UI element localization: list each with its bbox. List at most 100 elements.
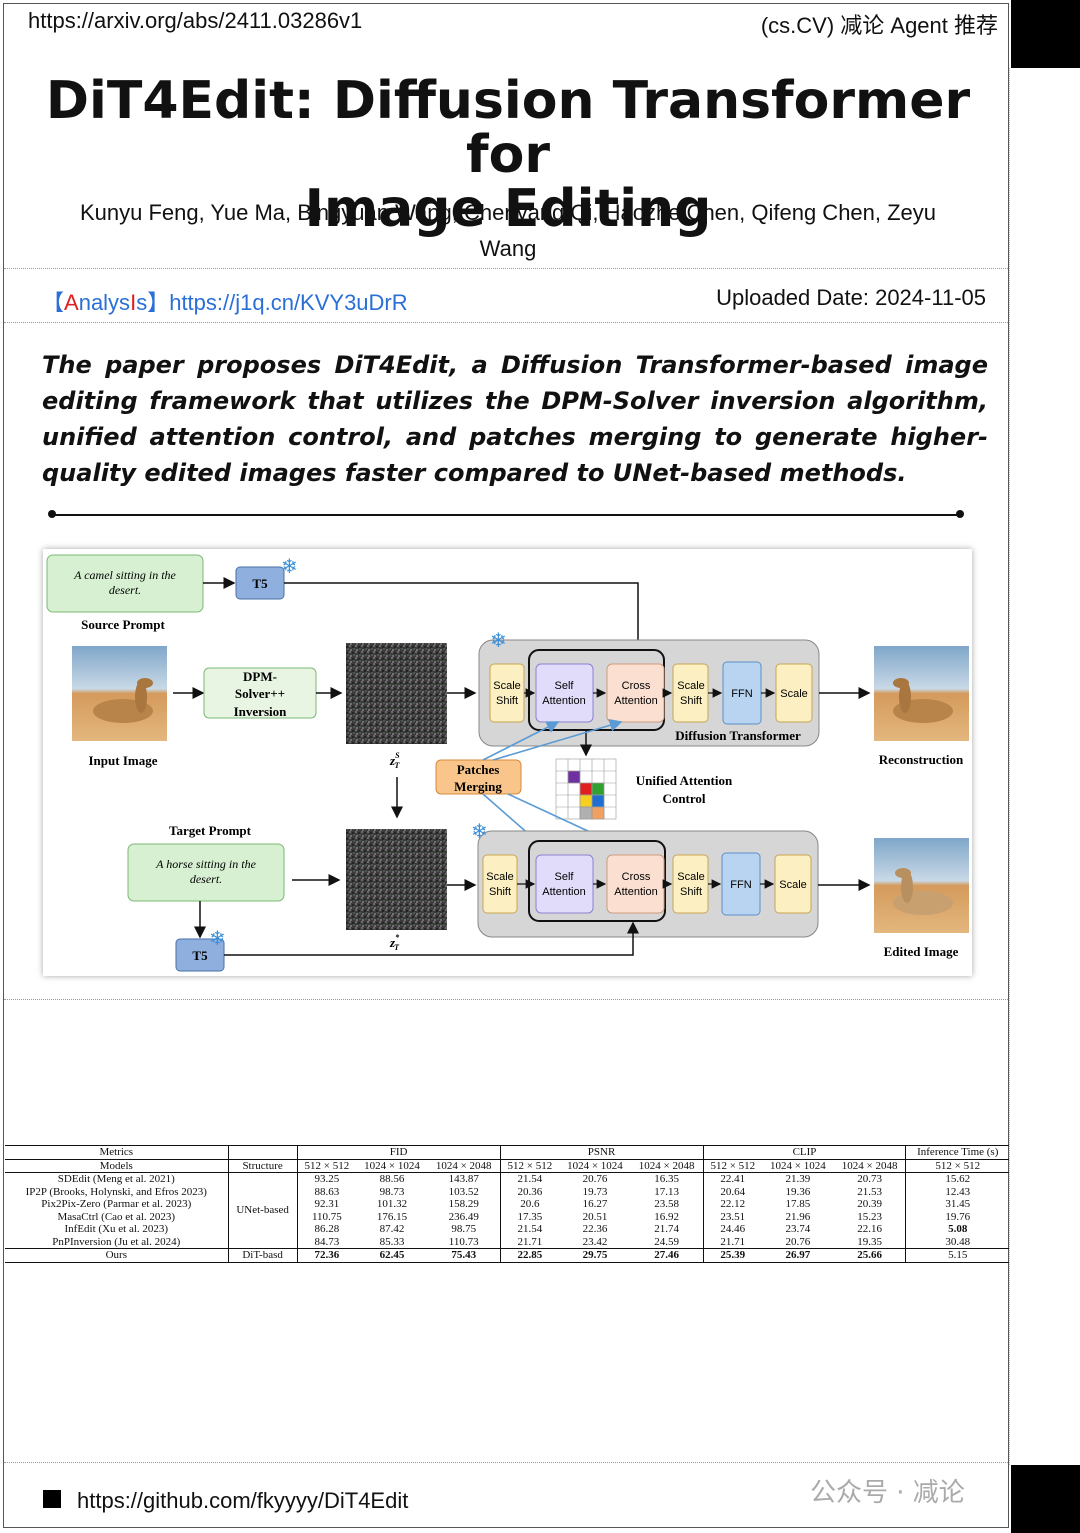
table-cell: 110.73 — [448, 1235, 479, 1248]
target-prompt-text-1: A horse sitting in the — [155, 857, 256, 871]
table-cell: 84.73 — [296, 1235, 357, 1249]
table-cell: 21.53 — [857, 1185, 882, 1198]
table-cell-structure: DiT-basd — [227, 1248, 298, 1262]
short-link[interactable]: https://j1q.cn/KVY3uDrR — [169, 290, 408, 315]
reconstruction-label: Reconstruction — [879, 752, 964, 767]
snowflake-icon: ❄ — [281, 556, 298, 578]
t5-label-bottom: T5 — [192, 948, 208, 963]
cross-attention-box — [606, 854, 665, 914]
table-header-cell: 1024 × 1024 — [567, 1159, 623, 1172]
arxiv-url[interactable]: https://arxiv.org/abs/2411.03286v1 — [28, 8, 363, 33]
table-cell: 176.15 — [376, 1210, 408, 1223]
table-cell-model: SDEdit (Meng et al. 2021) — [57, 1173, 175, 1185]
table-header-cell: Models — [99, 1159, 133, 1172]
table-cell: 20.39 — [857, 1198, 882, 1210]
attention-label: Attention — [614, 886, 657, 898]
reconstruction-image — [874, 646, 969, 741]
table-cell: 21.39 — [785, 1173, 811, 1185]
attention-label: Attention — [542, 886, 585, 898]
table-cell: 20.64 — [702, 1185, 763, 1198]
scale-shift-box — [489, 663, 525, 723]
table-cell: 92.31 — [296, 1198, 357, 1211]
title-line-2: Image Editing — [304, 179, 712, 239]
table-cell: 75.43 — [451, 1249, 477, 1261]
table-header-cell: 512 × 512 — [499, 1159, 560, 1173]
table-cell-model: MasaCtrl (Cao et al. 2023) — [57, 1210, 176, 1223]
attention-label: Attention — [542, 695, 585, 707]
table-cell: 88.63 — [296, 1185, 357, 1198]
table-cell: 15.62 — [905, 1172, 1009, 1186]
table-cell: 23.42 — [582, 1235, 608, 1248]
table-cell: 98.75 — [451, 1223, 477, 1235]
table-cell: 20.76 — [785, 1235, 811, 1248]
table-cell: 25.39 — [702, 1248, 763, 1262]
noise-latent-target — [346, 829, 447, 930]
shift-label: Shift — [496, 695, 518, 707]
table-cell-model: IP2P (Brooks, Holynski, and Efros 2023) — [25, 1185, 207, 1198]
corner-block-top — [1011, 0, 1080, 68]
table-cell-model: InfEdit (Xu et al. 2023) — [64, 1223, 169, 1235]
table-header-cell: Metrics — [99, 1146, 134, 1158]
authors: Kunyu Feng, Yue Ma, Bingyuan Wang, Cheny… — [30, 195, 986, 267]
self-label: Self — [555, 680, 575, 692]
patches-merging-box — [435, 759, 522, 795]
method-figure: A camel sitting in the desert. Source Pr… — [43, 549, 972, 976]
table-cell: 22.85 — [499, 1248, 560, 1262]
table-cell: 20.6 — [499, 1198, 560, 1211]
input-image — [72, 646, 167, 741]
arrow — [224, 921, 639, 956]
table-cell: 98.73 — [379, 1185, 405, 1198]
table-cell: 17.85 — [785, 1198, 811, 1210]
self-label: Self — [555, 871, 575, 883]
divider — [4, 268, 1008, 269]
ffn-label: FFN — [731, 688, 752, 700]
table-cell: 16.92 — [654, 1210, 680, 1223]
table-cell: 88.56 — [379, 1173, 405, 1185]
table-cell: 22.41 — [702, 1172, 763, 1186]
table-cell: 19.36 — [785, 1185, 811, 1198]
title-line-1: DiT4Edit: Diffusion Transformer for — [45, 71, 971, 185]
scale-label: Scale — [779, 879, 807, 891]
table-cell: 87.42 — [379, 1223, 405, 1235]
scale-label: Scale — [780, 688, 808, 700]
table-cell: 110.75 — [296, 1210, 357, 1223]
table-header-cell: 512 × 512 — [702, 1159, 763, 1173]
scale-label: Scale — [677, 871, 705, 883]
analysis-s: s — [136, 290, 148, 315]
table-cell: 5.08 — [905, 1223, 1009, 1236]
table-cell: 72.36 — [296, 1248, 357, 1262]
table-header-cell: 1024 × 2048 — [435, 1159, 492, 1172]
source-prompt-text-2: desert. — [109, 583, 141, 597]
table-cell: 236.49 — [448, 1210, 479, 1223]
scale-box — [775, 663, 813, 723]
table-cell: 30.48 — [905, 1235, 1009, 1249]
github-link[interactable]: https://github.com/fkyyyy/DiT4Edit — [77, 1488, 409, 1513]
analysis-nalys: nalys — [78, 290, 131, 315]
table-header-cell: Structure — [227, 1159, 298, 1173]
table-cell-structure: UNet-based — [227, 1172, 298, 1249]
scale-label: Scale — [677, 680, 705, 692]
uploaded-date: Uploaded Date: 2024-11-05 — [716, 285, 986, 310]
arrow — [284, 582, 644, 663]
shift-label: Shift — [489, 886, 511, 898]
table-header-cell: 1024 × 2048 — [638, 1159, 695, 1172]
snowflake-icon: ❄ — [471, 821, 488, 843]
table-cell-model: Ours — [105, 1249, 127, 1261]
table-header-cell: 512 × 512 — [905, 1159, 1009, 1173]
attention-label: Attention — [614, 695, 657, 707]
attention-grid — [555, 758, 617, 820]
table-row-ours: Ours DiT-basd 72.36 62.45 75.43 22.85 29… — [5, 1248, 1009, 1262]
table-header-cell: PSNR — [499, 1145, 704, 1159]
analysis-link[interactable]: 【AnalysIs】https://j1q.cn/KVY3uDrR — [42, 285, 408, 317]
ffn-label: FFN — [730, 879, 751, 891]
table-cell: 25.66 — [857, 1249, 882, 1261]
divider — [4, 1462, 1008, 1463]
rule-dot-right — [956, 510, 964, 518]
cross-attention-box — [606, 663, 665, 723]
table-cell: 29.75 — [582, 1249, 608, 1261]
table-cell: 85.33 — [379, 1235, 405, 1248]
table-cell: 21.54 — [499, 1172, 560, 1186]
